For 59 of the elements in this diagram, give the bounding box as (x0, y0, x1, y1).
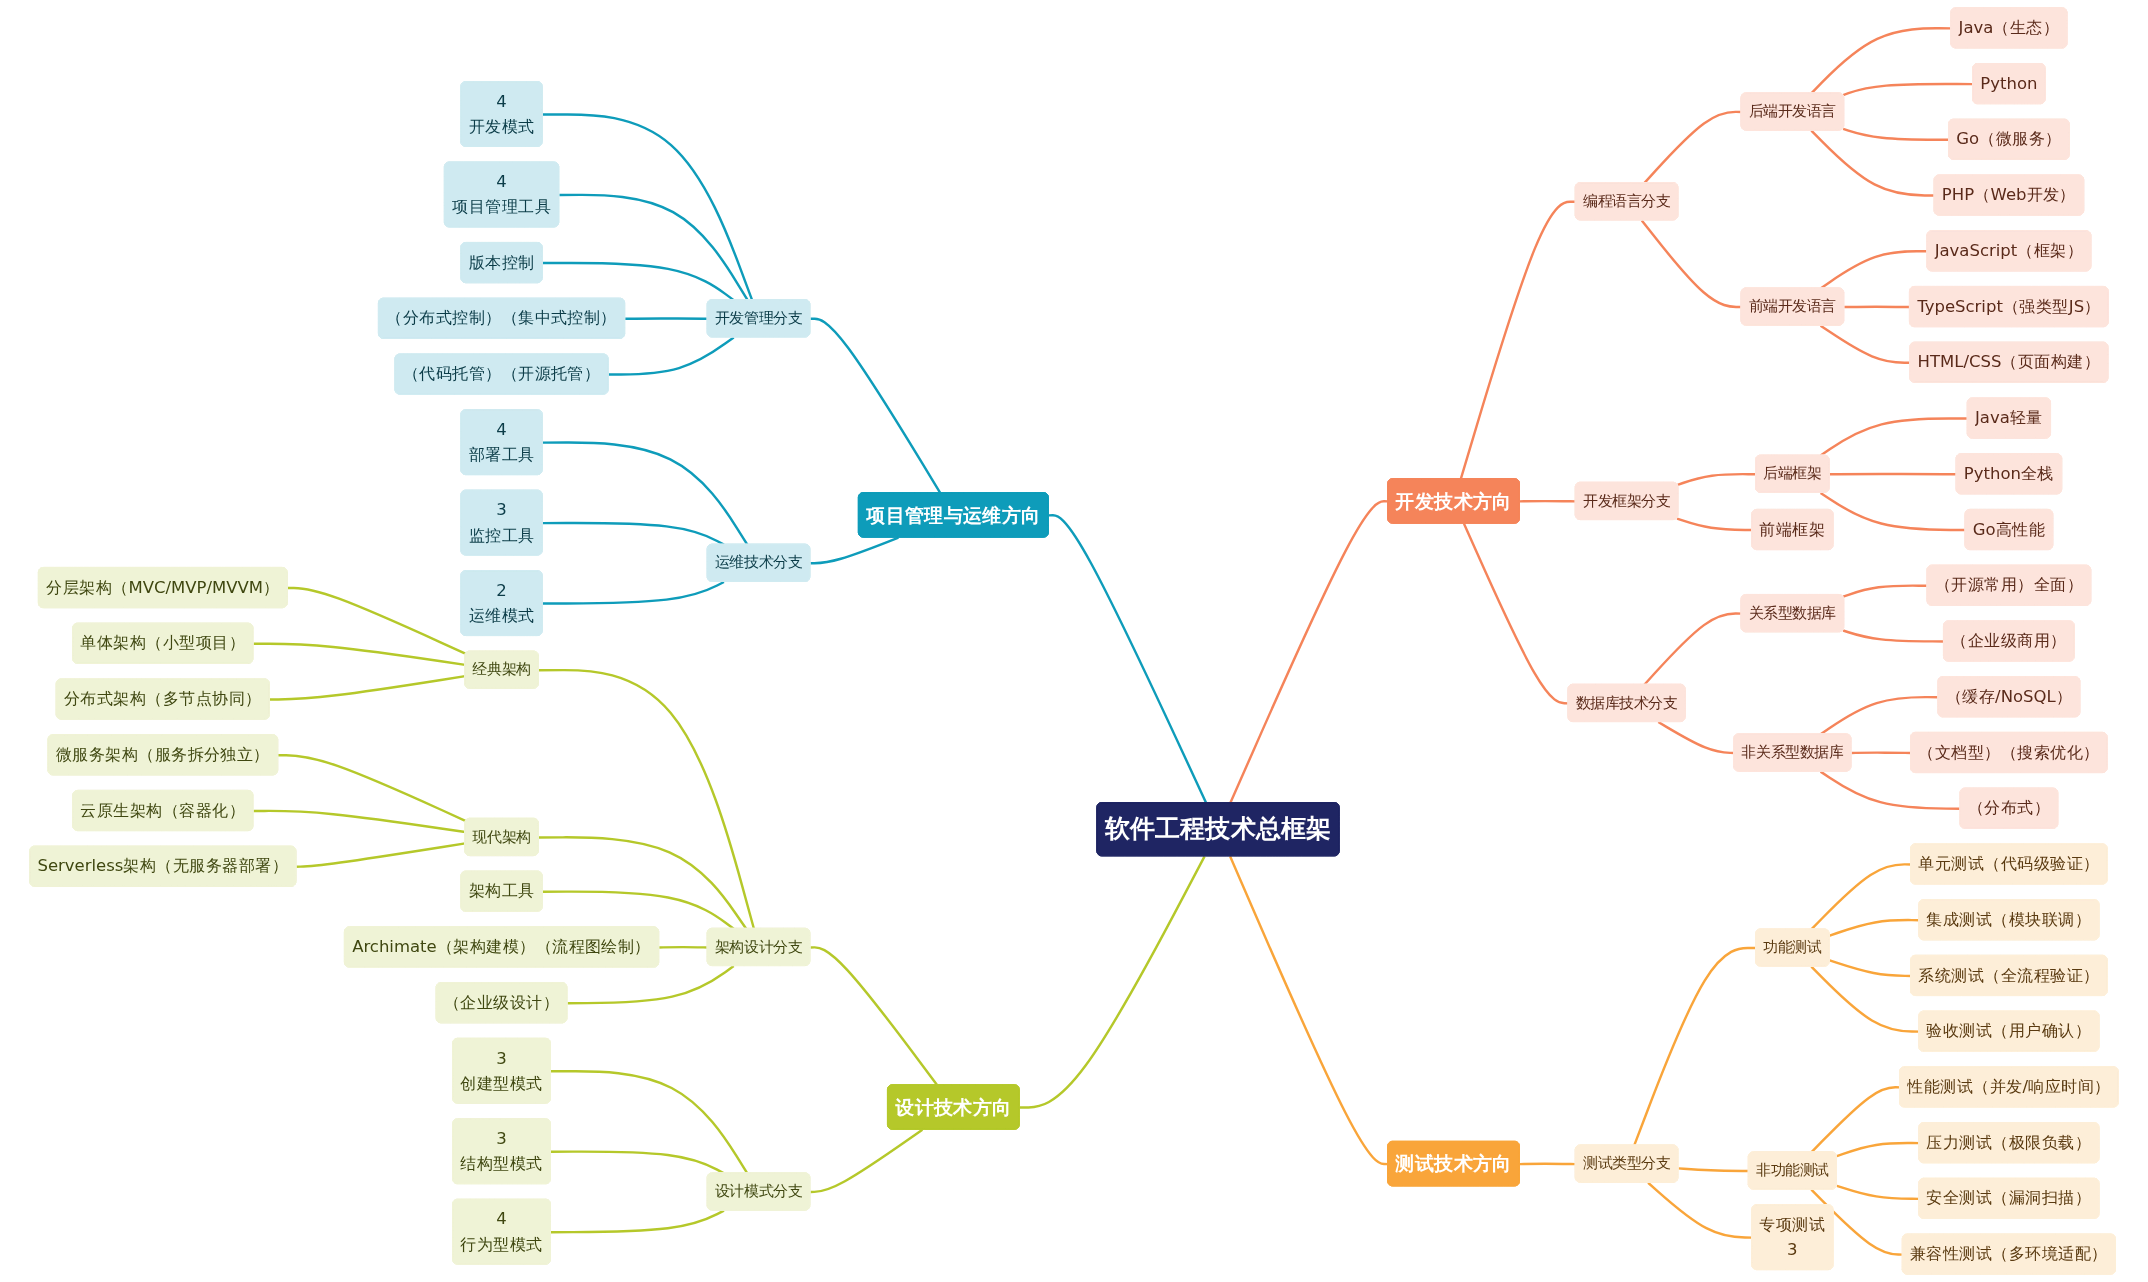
connector (1643, 110, 1742, 184)
connector (542, 580, 725, 605)
connector (253, 642, 466, 667)
connector (1229, 500, 1389, 804)
connector (1819, 770, 1961, 810)
connector (1810, 1188, 1903, 1256)
connector (1842, 584, 1928, 598)
connector (296, 842, 466, 868)
connector (625, 317, 708, 320)
connector (1819, 491, 1966, 532)
connector (538, 836, 748, 930)
connector (1678, 1167, 1749, 1173)
connector (1519, 1162, 1576, 1166)
connector (1228, 855, 1389, 1166)
connector (1829, 959, 1911, 978)
connector (253, 809, 466, 834)
connector (567, 965, 735, 1005)
connector (550, 1070, 749, 1174)
connector (810, 946, 939, 1086)
connector (542, 521, 725, 546)
connector (538, 668, 756, 930)
connector (1851, 751, 1911, 755)
connector (1519, 499, 1576, 503)
connector (608, 336, 735, 376)
connector (1643, 612, 1742, 686)
connector (542, 113, 754, 301)
connector (1459, 200, 1576, 480)
connector (1647, 1181, 1753, 1239)
connector (1677, 472, 1757, 486)
connector (810, 317, 942, 494)
connector (1462, 523, 1569, 705)
connector (1842, 127, 1949, 142)
connector (542, 890, 735, 930)
connector (1676, 517, 1753, 532)
connector (1019, 855, 1206, 1109)
connector (1836, 1184, 1920, 1201)
connector (1829, 918, 1920, 937)
connector (1048, 514, 1208, 804)
connector (287, 586, 467, 655)
connector (1842, 82, 1974, 97)
connector (1633, 946, 1757, 1146)
connector (659, 945, 708, 949)
connector (542, 441, 749, 546)
connector (1842, 629, 1944, 643)
connector (1819, 324, 1911, 364)
connector (559, 193, 749, 301)
connector (1819, 417, 1968, 457)
connector (1810, 965, 1920, 1033)
connector (550, 1209, 725, 1234)
connector (278, 753, 467, 823)
connector (1810, 129, 1935, 197)
connector (269, 674, 466, 701)
connector (1829, 472, 1957, 476)
connector (1844, 305, 1910, 309)
connector (1640, 219, 1742, 309)
connector (810, 1128, 924, 1194)
connector (1836, 1141, 1920, 1158)
connector (810, 536, 899, 565)
connector (1657, 721, 1735, 755)
